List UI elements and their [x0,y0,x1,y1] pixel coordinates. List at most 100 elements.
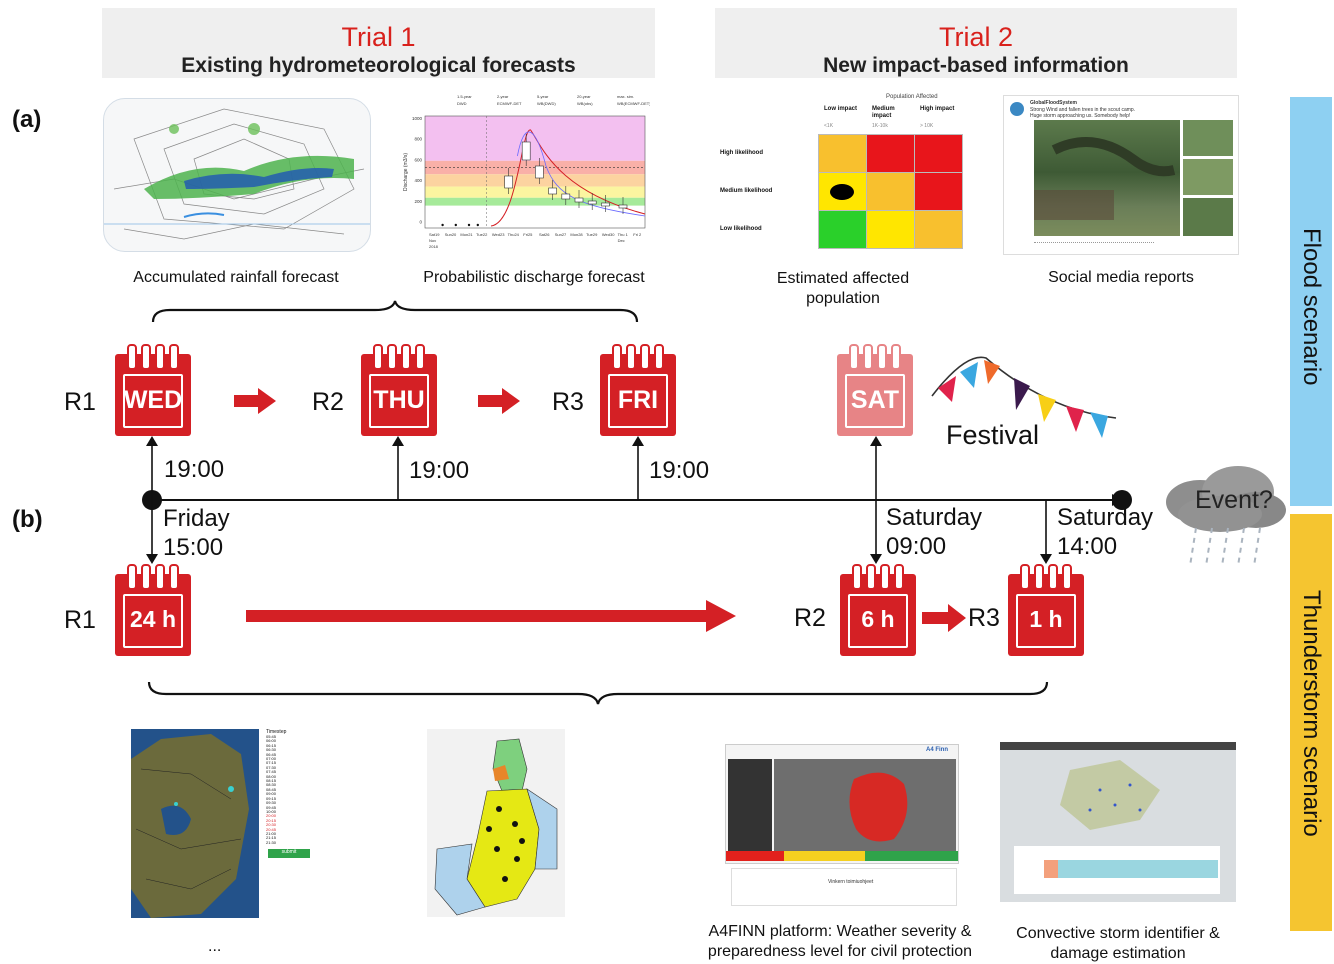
arrow-wed-thu [234,388,276,414]
timestep-item[interactable]: 08:00 [266,773,277,779]
a4finn-status: Vinkern toimiuohjeet [828,879,874,885]
thunder-r2-day: Saturday [886,504,983,531]
timestep-item[interactable]: 06:30 [266,747,277,753]
panel-a-label: (a) [12,106,42,133]
trial-1-title: Trial 1 [341,22,416,52]
x-tick-label: Wed30 [602,232,615,237]
timestep-item[interactable]: 21:15 [266,835,277,841]
legend-entry: max. sim. [617,94,634,99]
bottom-brace [147,681,1049,705]
timestep-item[interactable]: 21:30 [266,839,277,845]
observed-point [441,223,444,227]
thunder-r2-time: 09:00 [886,533,947,560]
boxplot-box [574,197,584,203]
timestep-item[interactable]: 06:00 [266,738,277,744]
timestep-item[interactable]: 08:30 [266,782,277,788]
x-tick-label: Thu24 [508,232,520,237]
timestep-item[interactable]: 20:00 [266,813,277,819]
timestep-item[interactable]: 20:30 [266,822,277,828]
a4finn-caption-line2: preparedness level for civil protection [707,943,973,960]
plot-frame [424,115,646,229]
observed-point [476,223,479,227]
x-sub-label: Nov [429,238,436,243]
a4finn-timebar [726,851,958,861]
top-brace [151,300,639,323]
timestep-item[interactable]: 08:45 [266,786,277,792]
legend-entry: ECMWF-DET [497,101,522,106]
flood-r2-time: 19:00 [409,457,470,484]
storm-toolbar [1000,742,1236,750]
timestep-item[interactable]: 06:15 [266,742,277,748]
legend-entry: DWD [457,101,467,106]
timestep-item[interactable]: 07:30 [266,764,277,770]
timestep-item[interactable]: 09:15 [266,795,277,801]
boxplot-box [521,141,531,161]
event-label: Event? [1195,486,1273,514]
tweet-actions [1034,242,1154,249]
timestep-item[interactable]: 07:00 [266,756,277,762]
boxplot-box [535,165,544,179]
timestep-item[interactable]: 20:45 [266,826,277,832]
thunder-r2-label: R2 [794,604,826,632]
calendar-1h: 1 h [1008,564,1084,656]
tweet-text-2: Huge storm approaching us. Somebody help… [1030,113,1131,119]
calendar-1h-label: 1 h [1029,606,1063,632]
calendar-thu-label: THU [373,386,425,414]
timestep-item[interactable]: 08:15 [266,778,277,784]
impact-matrix-header: Population Affected [886,94,938,100]
rainfall-forecast-image [103,98,371,252]
y-tick-label: 600 [414,157,422,162]
timestep-item[interactable]: 09:45 [266,804,277,810]
arrow-r2-r3 [922,604,966,632]
legend-entry: 20-year [577,94,591,99]
affected-caption: Estimated affected population [716,269,970,309]
thunder-r3-time: 14:00 [1057,533,1118,560]
storm-cloud-icon [1166,466,1286,567]
x-tick-label: Mon21 [460,232,473,237]
thunder-r1-label: R1 [64,606,96,634]
trial-2-subtitle: New impact-based information [823,54,1129,77]
timestep-item[interactable]: 21:00 [266,830,277,836]
timestep-item[interactable]: 06:45 [266,751,277,757]
boxplot-box [587,200,597,205]
x-sub-label: 2018 [429,244,439,249]
trial-2-title: Trial 2 [938,22,1013,52]
calendar-24h-label: 24 h [129,606,177,632]
thunder-r3-label: R3 [968,604,1000,632]
timestep-item[interactable]: 09:30 [266,800,277,806]
panel-b-label: (b) [12,506,43,533]
submit-button[interactable]: submit [268,849,310,858]
calendar-24h: 24 h [115,564,191,656]
rainfall-caption: Accumulated rainfall forecast [133,269,339,286]
arrow-r1-r2 [246,600,736,632]
thunder-r3-day: Saturday [1057,504,1154,531]
a4finn-sidebar [728,759,772,851]
tweet-photo-4 [1183,198,1233,236]
timestep-item[interactable]: 10:00 [266,808,277,814]
dwd-curve [517,131,646,217]
calendar-wed-label: WED [123,386,183,414]
timestep-item[interactable]: 07:15 [266,760,277,766]
timestep-item[interactable]: 20:15 [266,817,277,823]
x-tick-label: Sat26 [539,232,550,237]
storm-caption-line2: damage estimation [1050,945,1186,962]
affected-caption-line2: population [806,290,880,307]
timestep-item[interactable]: 07:45 [266,769,277,775]
matrix-cell [914,172,963,211]
x-tick-label: Wed23 [492,232,505,237]
finland-warning-map [427,729,565,917]
x-tick-label: Tue29 [586,232,598,237]
x-tick-label: Mon28 [570,232,583,237]
social-media-post: GlobalFloodSystem Strong Wind and fallen… [1003,95,1239,255]
finland-radar-map [131,729,259,918]
storm-caption-line1: Convective storm identifier & [1016,925,1220,942]
x-tick-label: Sat19 [429,232,440,237]
flood-r1-time: 19:00 [164,456,225,483]
flood-scenario-bar [1290,97,1332,506]
timestep-item[interactable]: 05:45 [266,734,277,739]
a4finn-detail-cards: Vinkern toimiuohjeet [731,868,957,906]
matrix-cell [914,210,963,249]
calendar-wed: WED [115,344,191,436]
timestep-item[interactable]: 09:00 [266,791,277,797]
